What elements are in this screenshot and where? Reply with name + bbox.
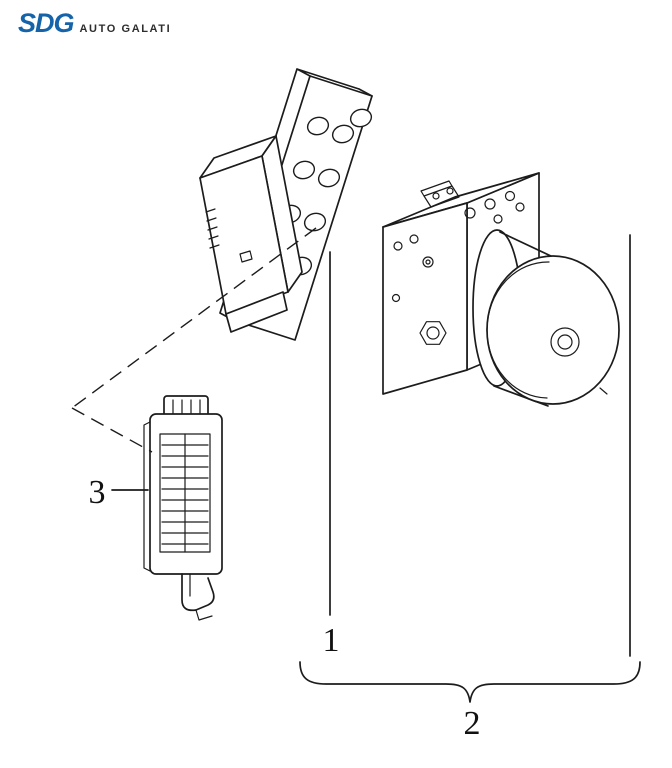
callout-1-label: 1 [323,622,340,659]
callout-1: 1 [323,251,340,659]
wiring-connector [143,395,223,621]
dashed-leader-lines [71,227,317,453]
brand-logo: SDG AUTO GALATI [18,10,171,37]
block-top-bracket [420,180,460,208]
callout-3: 3 [89,474,149,511]
block-top-ports [464,190,525,224]
brand-logo-tagline: AUTO GALATI [79,23,172,35]
block-front-ports [391,234,434,303]
pump-motor [472,229,620,407]
motor-end-cap [486,255,620,405]
connector-pins [159,433,211,553]
callout-2-label: 2 [464,705,481,742]
brace-bracket [299,661,641,703]
control-module [199,135,303,333]
callout-3-label: 3 [89,474,106,511]
motor-notch [599,387,608,395]
module-detail [239,250,253,263]
block-bolt-fitting [419,321,447,345]
motor-shaft-center [550,327,580,357]
module-vents [205,208,220,249]
connector-body [149,413,223,575]
connector-flange [143,421,151,572]
callout-2: 2 [299,234,641,742]
brand-logo-text: SDG [18,8,75,38]
connector-hook [181,573,215,621]
